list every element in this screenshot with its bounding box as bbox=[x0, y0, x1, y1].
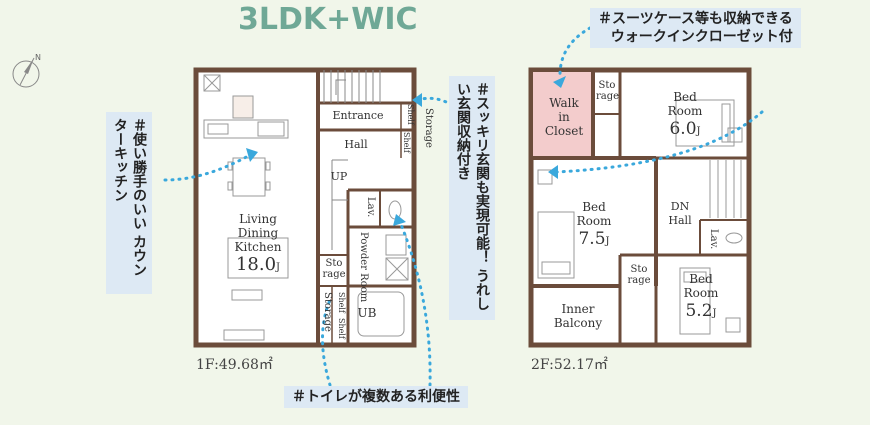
note-toilets: ＃トイレが複数ある利便性 bbox=[284, 386, 468, 408]
floor2-area: 2F:52.17㎡ bbox=[531, 357, 608, 373]
floor2-furniture bbox=[537, 99, 743, 335]
room-inner-balcony: Inner Balcony bbox=[553, 302, 603, 330]
plan-title: 3LDK+WIC bbox=[238, 2, 418, 37]
room-storage-entrance: Storage bbox=[423, 108, 434, 148]
room-powder: Powder Room bbox=[358, 232, 369, 303]
room-dn-hall: DN Hall bbox=[668, 200, 692, 227]
floor1-stairs bbox=[323, 70, 381, 250]
room-ub: UB bbox=[357, 306, 377, 320]
room-shelf-bottom1: Shelf bbox=[337, 292, 346, 313]
room-bedroom-b-name: Bed Room bbox=[576, 200, 612, 228]
room-hall: Hall bbox=[344, 138, 368, 151]
room-storage-small-1f: Sto rage bbox=[322, 258, 346, 280]
room-bedroom-c-size: 5.2J bbox=[685, 301, 717, 321]
room-lav-2f: Lav. bbox=[708, 229, 719, 250]
arrow-head-counter-kitchen bbox=[246, 148, 258, 162]
svg-text:N: N bbox=[35, 53, 41, 62]
room-bedroom-a-size: 6.0J bbox=[669, 119, 701, 139]
room-shelf-bottom2: Shelf bbox=[337, 318, 346, 339]
note-wic: ＃スーツケース等も収納できる ウォークインクローゼット付 bbox=[590, 8, 801, 48]
arrow-wic bbox=[554, 26, 764, 174]
arrow-head-toilets bbox=[393, 214, 406, 226]
floor1-furniture bbox=[203, 74, 409, 341]
room-walk-in-closet: Walk in Closet bbox=[544, 96, 584, 138]
room-storage-top-2f: Sto rage bbox=[596, 80, 620, 102]
room-bedroom-c-name: Bed Room bbox=[683, 272, 719, 300]
compass-icon: N bbox=[12, 53, 41, 88]
room-lav-1f: Lav. bbox=[365, 197, 376, 218]
room-ldk-size: 18.0J bbox=[235, 254, 281, 275]
arrow-toilets bbox=[321, 220, 432, 387]
room-shelf-left: Shelf bbox=[402, 132, 411, 153]
arrow-counter-kitchen bbox=[163, 153, 252, 182]
arrow-head-wic-2 bbox=[548, 165, 558, 179]
room-storage-mid-2f: Sto rage bbox=[627, 264, 651, 286]
arrow-entrance-storage bbox=[416, 96, 454, 107]
stair-up: UP bbox=[330, 170, 348, 183]
room-storage-bottom: Storage bbox=[322, 292, 333, 332]
room-entrance: Entrance bbox=[332, 109, 384, 122]
arrow-head-wic bbox=[553, 76, 566, 88]
floor1-area: 1F:49.68㎡ bbox=[196, 357, 273, 373]
floor2-walls bbox=[528, 67, 752, 348]
room-bedroom-a-name: Bed Room bbox=[667, 90, 703, 118]
room-shelf-right: Shelf bbox=[406, 104, 415, 125]
arrow-head-entrance-storage bbox=[412, 93, 422, 107]
room-ldk-name: Living Dining Kitchen bbox=[234, 212, 282, 254]
room-bedroom-b-size: 7.5J bbox=[578, 229, 610, 249]
note-entrance-storage: ＃スッキリ玄関も実現可能！ うれしい玄関収納付き bbox=[449, 76, 495, 320]
note-counter-kitchen: ＃使い勝手のいい カウンターキッチン bbox=[106, 112, 152, 294]
